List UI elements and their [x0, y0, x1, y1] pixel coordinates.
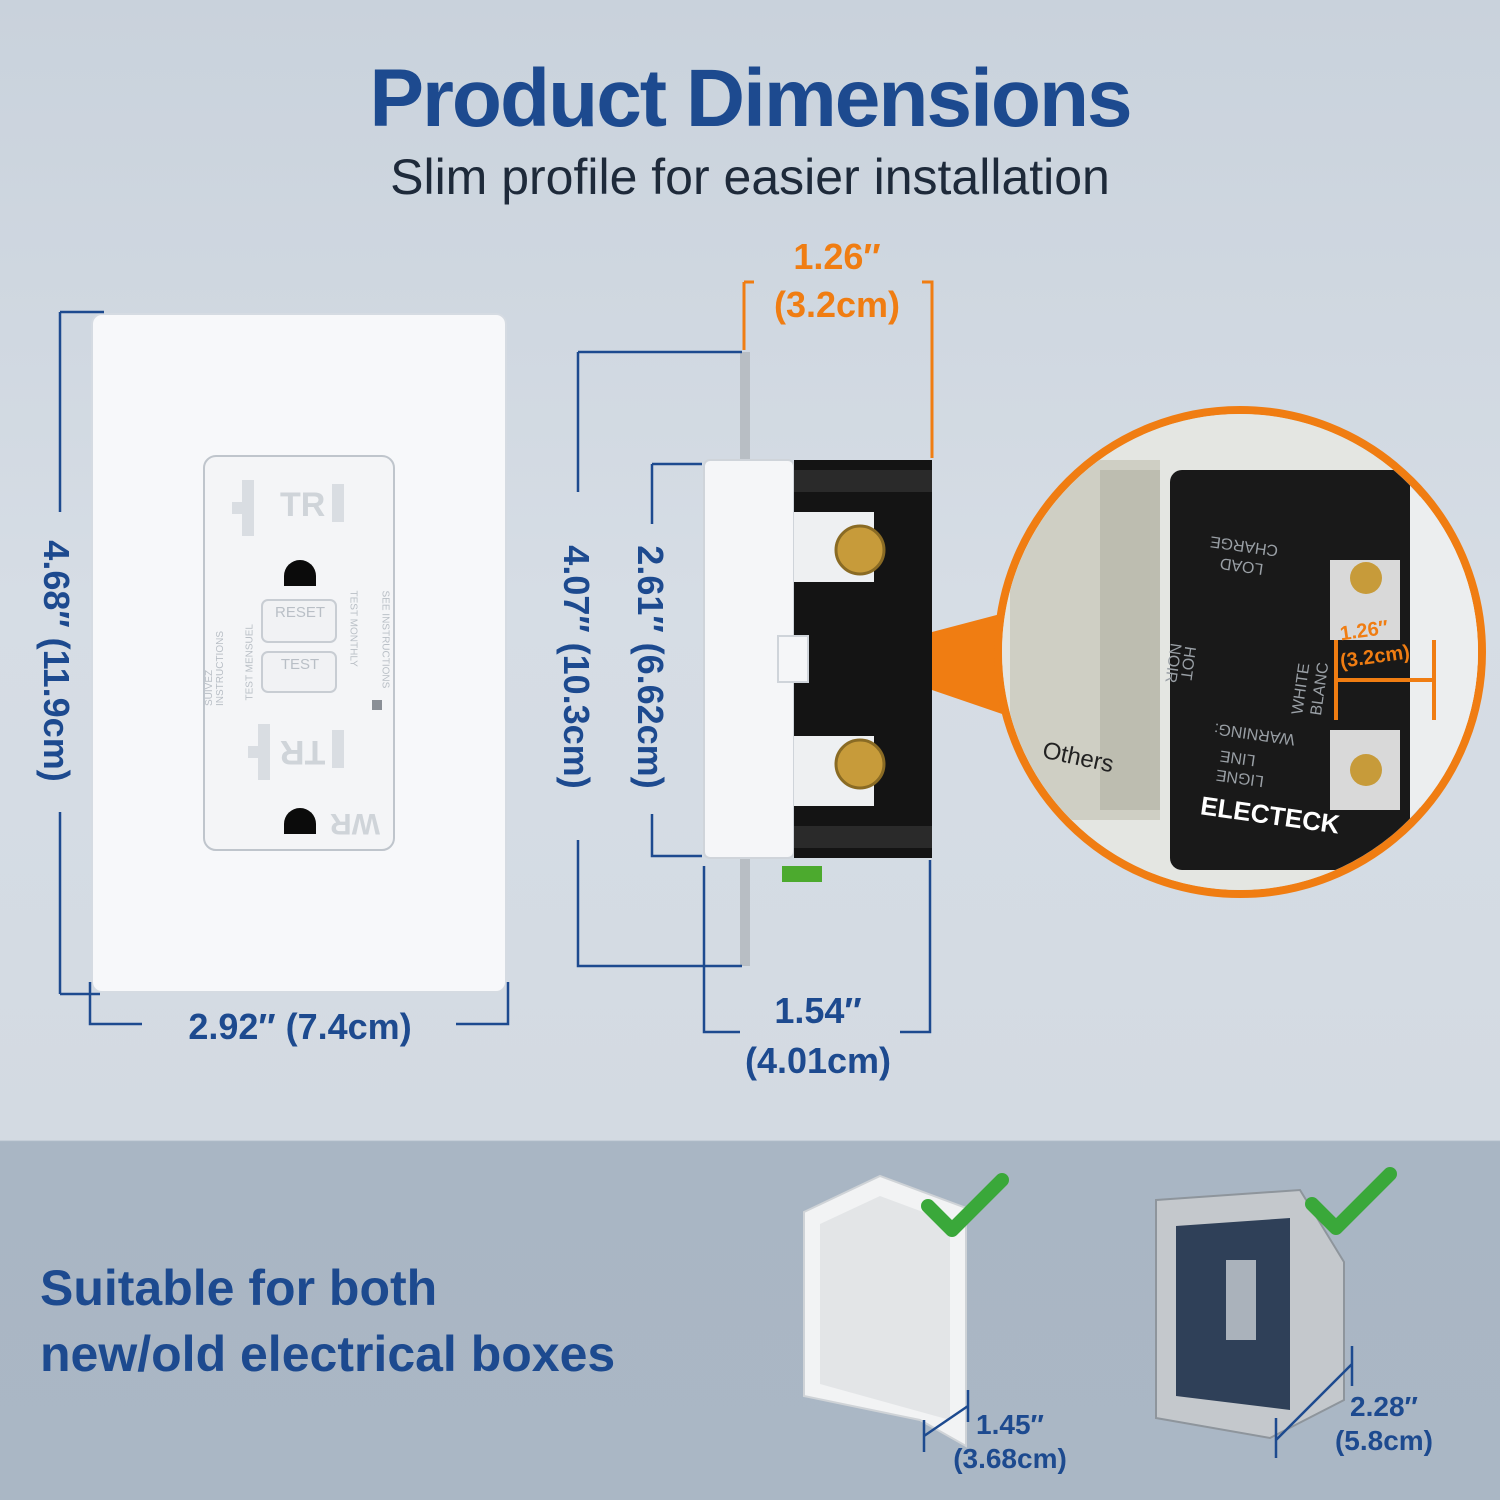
side-view [576, 280, 934, 1034]
reset-button [261, 599, 337, 643]
outlet-test-label: TEST [280, 656, 320, 673]
front-height-label: 4.68″ (11.9cm) [36, 540, 77, 782]
box1-dimension-in: 1.45″ [976, 1409, 1044, 1440]
bottom-title: Suitable for both new/old electrical box… [40, 1255, 615, 1387]
box2-dimension-label: 2.28″ (5.8cm) [1314, 1390, 1454, 1458]
box1-check-icon [921, 1173, 1009, 1237]
side-inner-height-label: 2.61″ (6.62cm) [630, 545, 671, 789]
outlet-side-left2-label: TEST MENSUEL [244, 624, 256, 701]
bottom-hot-slot [332, 730, 344, 768]
side-top-depth-cm: (3.2cm) [773, 284, 901, 325]
front-view [58, 310, 510, 1026]
side-total-height-label: 4.07″ (10.3cm) [556, 545, 597, 789]
outlet-wr-label: WR [330, 807, 380, 840]
side-top-depth-in: 1.26″ [793, 236, 881, 277]
inner-height-dimension-line [650, 462, 702, 858]
old-work-box [1155, 1167, 1397, 1458]
box1-dimension-line [922, 1390, 970, 1452]
top-hot-slot [332, 484, 344, 522]
outlet-side-right-label: TEST MONTHLY [347, 590, 359, 667]
outlet-reset-label: RESET [274, 604, 325, 621]
side-bottom-depth-in: 1.54″ [774, 990, 862, 1031]
top-neutral-slot [232, 480, 254, 536]
outlet-tr-bottom-label: TR [280, 733, 326, 771]
top-ground-hole [284, 560, 316, 586]
page-title: Product Dimensions [369, 53, 1132, 144]
box1-dimension-cm: (3.68cm) [953, 1443, 1067, 1474]
indicator-light [372, 700, 382, 710]
callout-depth-line [1334, 640, 1436, 720]
brass-screw-bottom [834, 738, 886, 790]
side-bottom-depth-cm: (4.01cm) [744, 1040, 892, 1081]
zoom-callout [932, 406, 1486, 898]
total-height-dimension-line [576, 350, 742, 968]
height-dimension-line [58, 310, 104, 996]
box2-check-icon [1305, 1167, 1397, 1235]
page-subtitle: Slim profile for easier installation [390, 149, 1110, 205]
width-dimension-line [88, 982, 510, 1026]
new-work-box [803, 1173, 1009, 1452]
outlet-side-left-label: SUIVEZ INSTRUCTIONS [204, 631, 226, 706]
bottom-depth-dimension-line [702, 860, 932, 1034]
box2-dimension-in: 2.28″ [1350, 1391, 1418, 1422]
outlet-side-right2-label: SEE INSTRUCTIONS [379, 590, 391, 689]
bottom-title-line1: Suitable for both [40, 1260, 438, 1316]
bottom-title-line2: new/old electrical boxes [40, 1326, 616, 1382]
box2-dimension-cm: (5.8cm) [1334, 1425, 1434, 1456]
box1-dimension-label: 1.45″ (3.68cm) [940, 1408, 1080, 1476]
brass-screw-top [834, 524, 886, 576]
box2-dimension-line [1274, 1346, 1354, 1458]
top-depth-dimension-line [742, 280, 934, 458]
test-button [261, 651, 337, 693]
bottom-ground-hole [284, 808, 316, 834]
outlet-tr-top-label: TR [280, 486, 326, 524]
bottom-neutral-slot [248, 724, 270, 780]
callout-pointer [932, 612, 1008, 716]
front-width-label: 2.92″ (7.4cm) [188, 1006, 412, 1047]
